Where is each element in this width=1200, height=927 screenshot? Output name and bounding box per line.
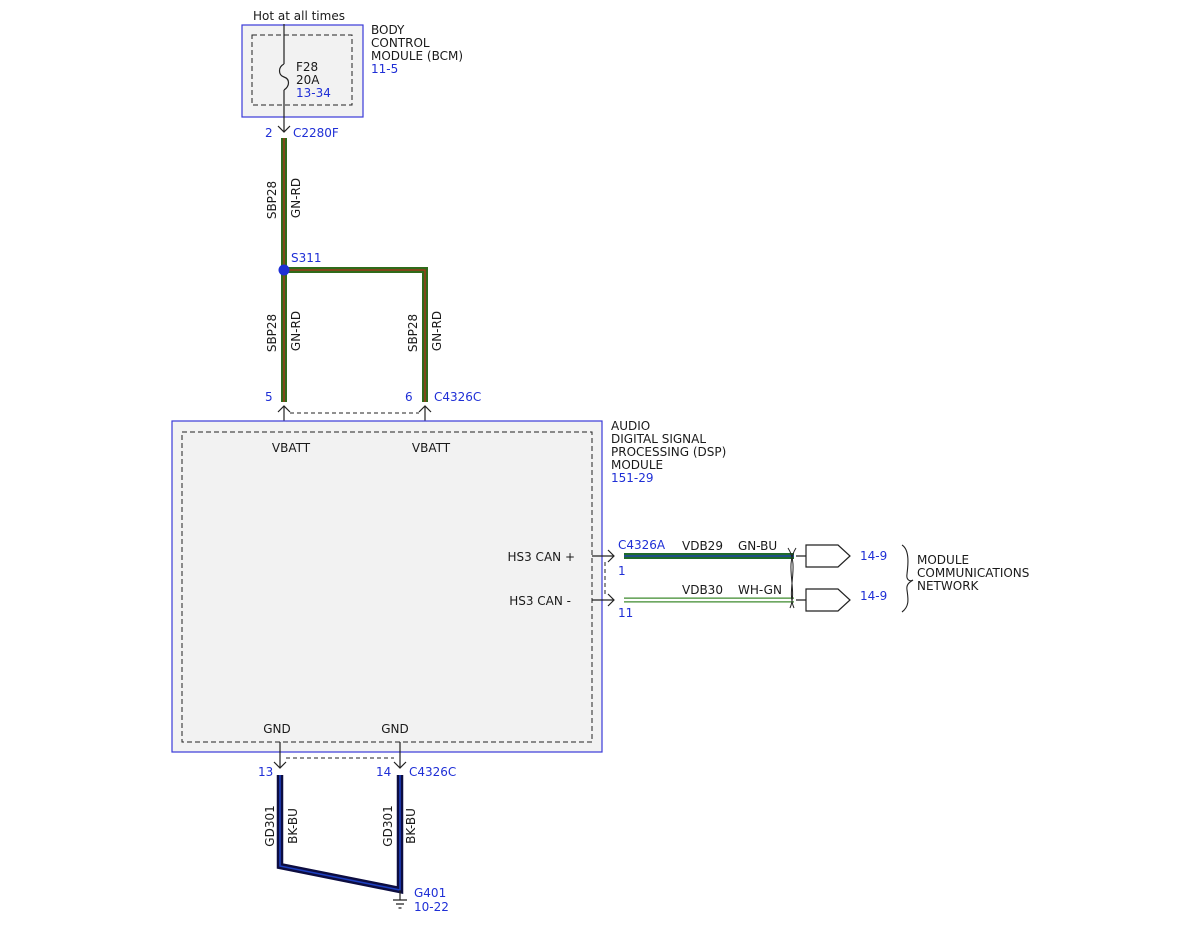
wire-color-label: WH-GN <box>738 583 782 597</box>
hs3-can-plus-label: HS3 CAN + <box>507 550 575 564</box>
bcm-title-line-3: MODULE (BCM) <box>371 49 463 63</box>
ground-g401: G401 10-22 <box>393 886 449 914</box>
wire-circuit-label: SBP28 <box>406 314 420 352</box>
connector-chevron <box>607 593 615 607</box>
gnd-label: GND <box>263 722 291 736</box>
connector-c4326c-ground: 13 14 C4326C <box>258 742 456 779</box>
bcm-title-line-1: BODY <box>371 23 405 37</box>
dsp-module: AUDIO DIGITAL SIGNAL PROCESSING (DSP) MO… <box>171 419 726 753</box>
page-ref[interactable]: 14-9 <box>860 589 887 603</box>
wire-circuit-label: SBP28 <box>265 314 279 352</box>
ground-ref[interactable]: 10-22 <box>414 900 449 914</box>
hot-at-all-times-label: Hot at all times <box>253 9 345 23</box>
connector-pin: 6 <box>405 390 413 404</box>
connector-name[interactable]: C2280F <box>293 126 339 140</box>
connector-chevron <box>607 549 615 563</box>
connector-c2280f: 2 C2280F <box>265 125 339 140</box>
wire-vdb30: VDB30 WH-GN <box>624 583 794 603</box>
network-label-line-2: COMMUNICATIONS <box>917 566 1029 580</box>
page-ref[interactable]: 14-9 <box>860 549 887 563</box>
wire-circuit-label: GD301 <box>263 805 277 846</box>
wire-color-label: GN-RD <box>289 311 303 351</box>
connector-c4326a: C4326A 1 11 <box>592 538 666 620</box>
splice-name[interactable]: S311 <box>291 251 322 265</box>
wire-circuit-label: VDB30 <box>682 583 723 597</box>
fuse-id: F28 <box>296 60 318 74</box>
wire-circuit-label: GD301 <box>381 805 395 846</box>
wire-color-label: GN-RD <box>430 311 444 351</box>
arrow-box <box>796 544 851 568</box>
ground-icon <box>393 899 407 909</box>
dsp-ref[interactable]: 151-29 <box>611 471 654 485</box>
hs3-can-minus-label: HS3 CAN - <box>509 594 571 608</box>
gnd-label: GND <box>381 722 409 736</box>
arrow-box <box>796 588 851 612</box>
ground-name[interactable]: G401 <box>414 886 446 900</box>
bcm-title-line-2: CONTROL <box>371 36 430 50</box>
connector-name[interactable]: C4326C <box>434 390 481 404</box>
connector-chevron <box>273 761 287 769</box>
wire-color-label: GN-RD <box>289 178 303 218</box>
wire-gd301 <box>276 775 404 894</box>
bcm-module: Hot at all times BODY CONTROL MODULE (BC… <box>241 9 463 132</box>
connector-pin: 2 <box>265 126 273 140</box>
wire-color-label: BK-BU <box>286 808 300 844</box>
wire-circuit-label: VDB29 <box>682 539 723 553</box>
network-label-line-1: MODULE <box>917 553 969 567</box>
wire-vdb29: VDB29 GN-BU <box>624 539 794 559</box>
connector-name[interactable]: C4326C <box>409 765 456 779</box>
dsp-title-line-1: AUDIO <box>611 419 650 433</box>
connector-pin: 11 <box>618 606 633 620</box>
connector-chevron <box>393 761 407 769</box>
dsp-title-line-2: DIGITAL SIGNAL <box>611 432 706 446</box>
splice-dot <box>278 264 290 276</box>
bcm-ref[interactable]: 11-5 <box>371 62 398 76</box>
connector-pin: 1 <box>618 564 626 578</box>
connector-pin: 14 <box>376 765 391 779</box>
wire-color-label: GN-BU <box>738 539 777 553</box>
connector-name[interactable]: C4326A <box>618 538 666 552</box>
connector-pin: 5 <box>265 390 273 404</box>
dsp-inner-dashed <box>181 431 593 743</box>
connector-chevron <box>277 125 291 133</box>
vbatt-label: VBATT <box>412 441 451 455</box>
fuse-symbol <box>278 63 290 91</box>
dsp-title-line-4: MODULE <box>611 458 663 472</box>
dsp-outline <box>171 420 603 753</box>
vbatt-label: VBATT <box>272 441 311 455</box>
wire-sbp28-branch <box>284 267 428 402</box>
curly-brace <box>901 544 914 613</box>
wire-color-label: BK-BU <box>404 808 418 844</box>
fuse-rating: 20A <box>296 73 320 87</box>
fuse-ref[interactable]: 13-34 <box>296 86 331 100</box>
continuation-arrow-vdb29[interactable]: 14-9 <box>796 544 887 568</box>
splice-s311: S311 <box>278 251 322 276</box>
continuation-arrow-vdb30[interactable]: 14-9 <box>796 588 887 612</box>
bcm-outline <box>241 24 364 118</box>
dsp-title-line-3: PROCESSING (DSP) <box>611 445 726 459</box>
connector-pin: 13 <box>258 765 273 779</box>
network-label-line-3: NETWORK <box>917 579 980 593</box>
wire-circuit-label: SBP28 <box>265 181 279 219</box>
bcm-inner-dashed <box>251 34 353 106</box>
twisted-pair-symbol <box>787 547 797 609</box>
